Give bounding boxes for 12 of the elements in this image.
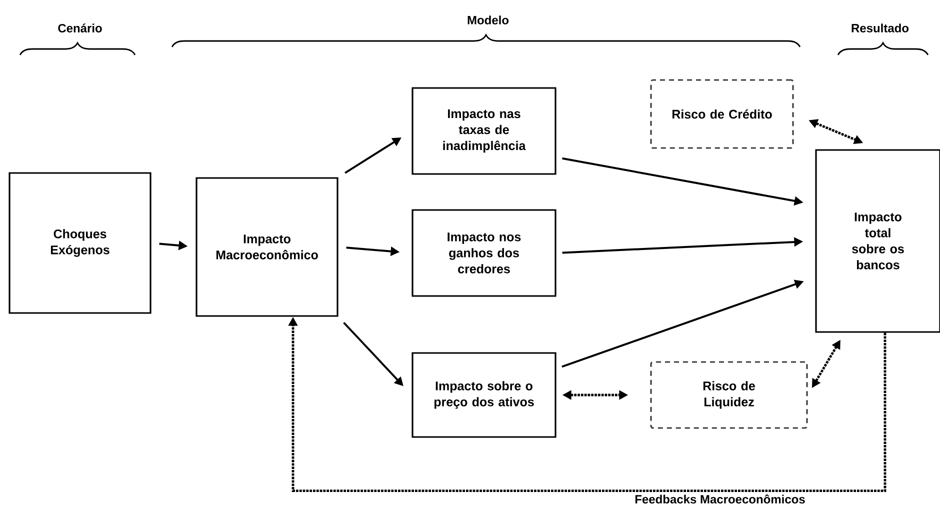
- edge-label: Feedbacks Macroeconômicos: [634, 493, 806, 505]
- dashed-box: Risco de Crédito: [650, 79, 794, 149]
- process-box: Impacto total sobre os bancos: [815, 149, 940, 333]
- section-heading: Cenário: [58, 24, 102, 32]
- process-box: Impacto Macroeconômico: [196, 177, 338, 317]
- process-box: Impacto sobre o preço dos ativos: [412, 352, 556, 438]
- dashed-box: Risco de Liquidez: [650, 361, 808, 429]
- section-heading: Resultado: [852, 24, 909, 32]
- process-box: Choques Exógenos: [8, 172, 152, 314]
- section-heading: Modelo: [468, 16, 509, 24]
- process-box: Impacto nas taxas de inadimplência: [412, 87, 556, 175]
- process-box: Impacto nos ganhos dos credores: [412, 209, 556, 297]
